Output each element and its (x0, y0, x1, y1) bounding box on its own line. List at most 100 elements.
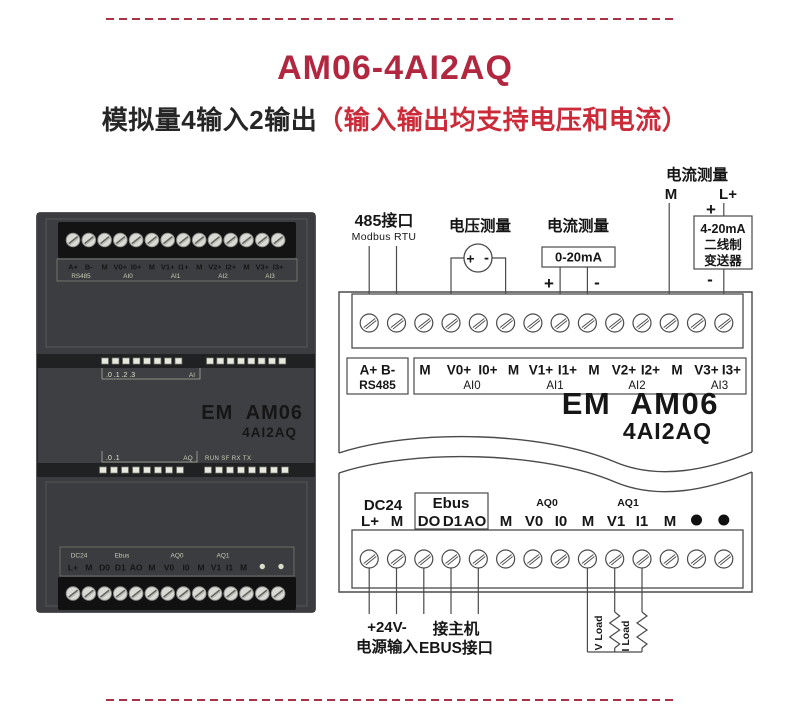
current-title: 电流测量 (547, 216, 610, 235)
photo-brand-type: 4AI2AQ (242, 425, 297, 440)
photo-bottom-group-labels: DC24 Ebus AQ0 AQ1 (71, 553, 230, 560)
diagram-top-terminal-labels: M V0+ I0+ M V1+ I1+ M V2+ I2+ M V3+ I3+ (419, 363, 741, 378)
terminal-label: M (391, 513, 404, 530)
module-bottom-outline (338, 472, 753, 593)
terminal-label: I3+ (273, 263, 284, 272)
terminal-label: AO (130, 563, 143, 573)
subtitle-main: 模拟量4输入2输出 (101, 105, 318, 135)
screw-icon (550, 313, 570, 333)
screw-icon (605, 313, 625, 333)
led-indicator (132, 357, 141, 365)
transmitter-minus-sign: - (707, 270, 713, 289)
terminal-label: D1 (443, 513, 462, 530)
top-terminal-block (351, 293, 744, 349)
terminal-label: M (500, 513, 513, 530)
terminal-label: V1+ (529, 363, 554, 378)
screw-icon (632, 549, 652, 569)
led-indicator (122, 357, 130, 365)
photo-top-terminal-labels: A+ B- M V0+ I0+ M V1+ I1+ M V2+ I2+ M V3… (68, 263, 284, 272)
screw-icon (254, 232, 270, 248)
screw-icon (468, 313, 488, 333)
terminal-label: V1 (607, 513, 625, 530)
terminal-label: M (582, 513, 595, 530)
terminal-label: DO (418, 513, 441, 530)
dc24-title: DC24 (364, 497, 403, 514)
terminal-label: I0 (555, 513, 568, 530)
vload-label: V Load (593, 615, 605, 650)
led-indicator (268, 357, 276, 365)
screw-icon (175, 585, 191, 602)
module-photo: A+ B- M V0+ I0+ M V1+ I1+ M V2+ I2+ M V3… (36, 212, 316, 613)
voltage-title: 电压测量 (449, 216, 512, 235)
screw-icon (496, 313, 516, 333)
screw-icon (191, 232, 207, 248)
current2-m-label: M (665, 186, 678, 203)
terminal-label: M (197, 563, 204, 573)
group-label: Ebus (115, 553, 131, 560)
screw-icon (386, 313, 407, 333)
transmitter-box (693, 215, 753, 270)
screw-icon (96, 585, 113, 602)
screw-icon (659, 549, 679, 569)
screw-icon (128, 585, 144, 602)
terminal-label: V3+ (256, 263, 270, 272)
led-indicator (110, 466, 118, 474)
screw-icon (523, 549, 543, 569)
group-label: RS485 (71, 273, 91, 280)
bottom-label-bracket (59, 546, 295, 577)
terminal-label: L+ (361, 513, 379, 530)
screw-icon (550, 549, 570, 569)
terminal-label: I3+ (722, 363, 741, 378)
terminal-label: M (243, 263, 249, 272)
product-subtitle: 模拟量4输入2输出（输入输出均支持电压和电流） (0, 100, 790, 137)
screw-icon (223, 585, 239, 602)
terminal-label: AO (464, 513, 487, 530)
module-wave-lower (338, 455, 753, 493)
power-label-line2: 电源输入 (356, 637, 419, 656)
led-indicator (270, 466, 278, 474)
screw-icon (496, 549, 516, 569)
screw-icon (441, 313, 461, 333)
group-label: DC24 (71, 553, 88, 560)
terminal-label: M (101, 263, 107, 272)
dot-marker (259, 563, 265, 570)
transmitter-plus-sign: + (706, 200, 716, 219)
led-indicator (216, 357, 225, 365)
led-indicator (111, 357, 120, 365)
status-led-labels: RUN SF RX TX (205, 456, 251, 462)
terminal-label: M (196, 263, 202, 272)
terminal-label: M (85, 563, 92, 573)
terminal-label: D0 (99, 563, 110, 573)
terminal-label: V0 (525, 513, 543, 530)
screw-icon (223, 232, 239, 248)
dot-marker (718, 514, 730, 526)
screw-icon (359, 313, 379, 333)
group-label: AI0 (123, 273, 133, 280)
terminal-label: I1+ (558, 363, 577, 378)
rs485-name: RS485 (359, 378, 396, 392)
screw-icon (468, 549, 488, 569)
terminal-label: I1+ (178, 263, 189, 272)
ai-bracket-left-label: .0 .1 .2 .3 (106, 372, 135, 379)
led-indicator (248, 466, 256, 474)
module-wave-upper (338, 435, 753, 473)
screw-icon (160, 585, 176, 602)
rs485-label-box (346, 357, 409, 395)
led-band-aq (37, 463, 315, 477)
voltage-plus-sign: + (466, 251, 474, 267)
screw-icon (254, 585, 270, 602)
terminal-label: L+ (68, 563, 78, 573)
terminal-label: V2+ (208, 263, 222, 272)
photo-brand-model: EM AM06 (201, 402, 303, 424)
screw-icon (270, 232, 286, 248)
group-label: AI1 (546, 380, 563, 392)
diagram-brand-model: EM AM06 (562, 386, 719, 421)
ai-label-box (413, 357, 747, 395)
screw-icon (577, 549, 598, 569)
led-indicator (143, 357, 151, 365)
led-indicator (237, 357, 245, 365)
terminal-label: M (240, 563, 247, 573)
wiring-diagram: 485接口 Modbus RTU 电压测量 + - 电流测量 0-20mA + … (338, 165, 753, 657)
screw-icon (523, 313, 543, 333)
